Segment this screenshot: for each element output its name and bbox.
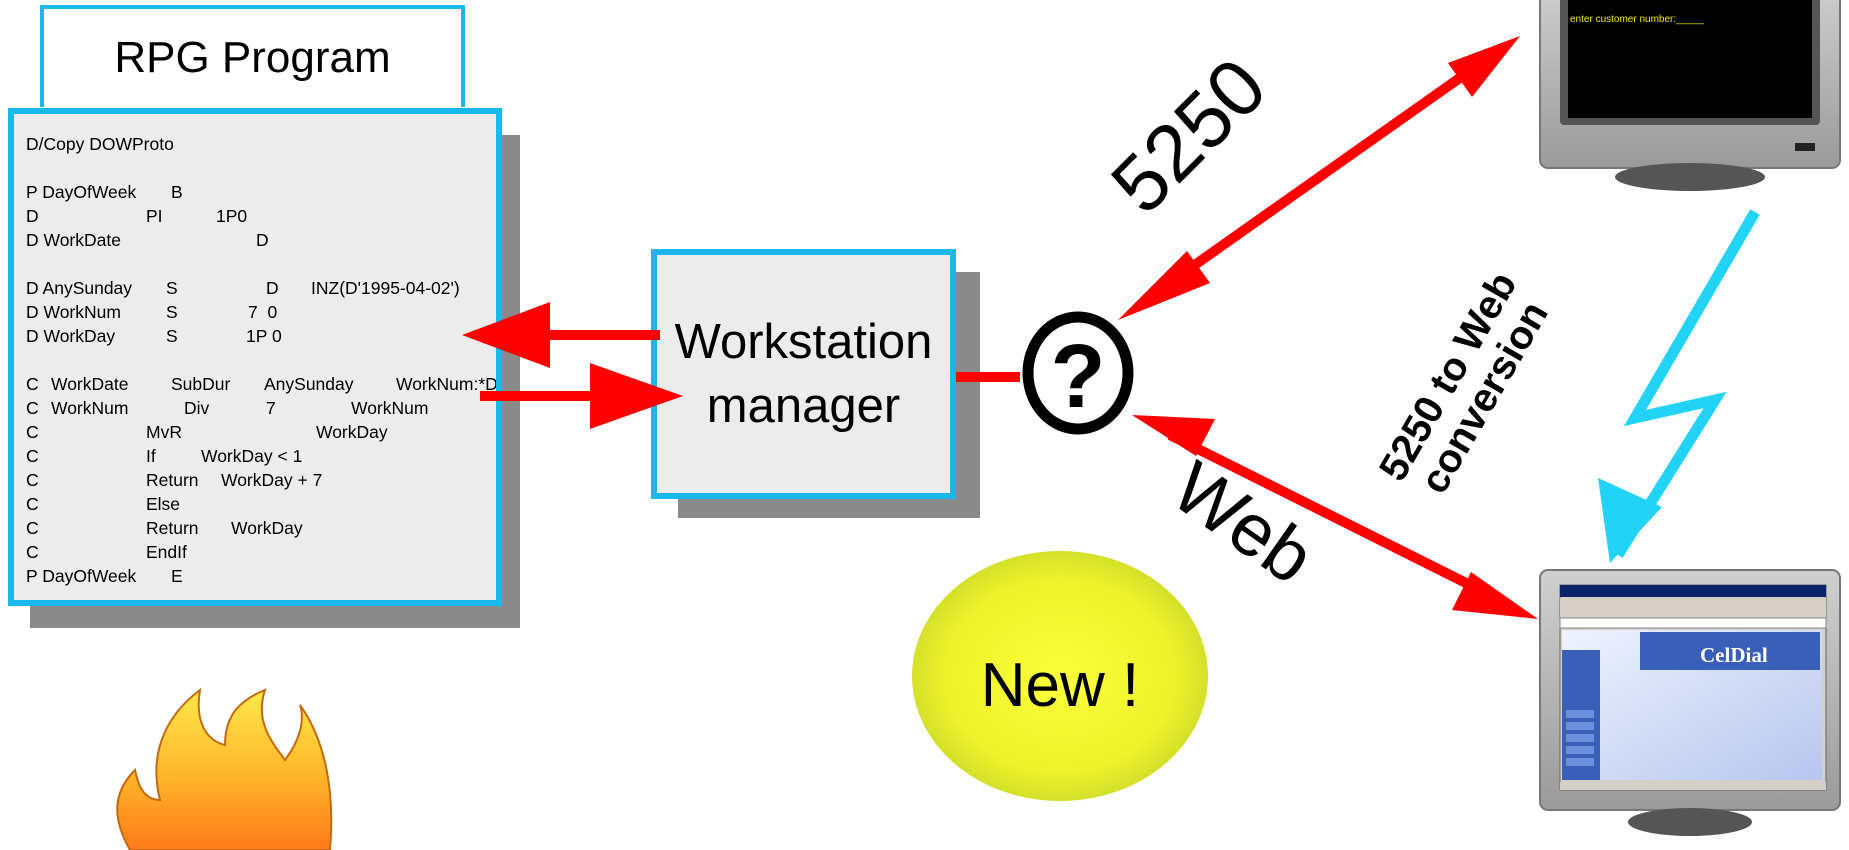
code-token: SubDur xyxy=(171,374,231,394)
code-token: WorkDay xyxy=(316,422,388,442)
code-token: 7 xyxy=(266,398,276,418)
arrow-web xyxy=(1132,415,1538,619)
code-token: PI xyxy=(146,206,163,226)
code-token: D WorkDate xyxy=(26,230,121,250)
code-token: Div xyxy=(184,398,210,418)
code-token: Return xyxy=(146,470,199,490)
fire-icon xyxy=(116,687,333,850)
code-token: C xyxy=(26,518,39,538)
code-token: 1P 0 xyxy=(246,326,282,346)
code-token: WorkDay < 1 xyxy=(201,446,303,466)
code-token: E xyxy=(171,566,183,586)
rpg-program-title: RPG Program xyxy=(40,5,465,107)
code-token: D WorkDay xyxy=(26,326,116,346)
code-token: S xyxy=(166,326,178,346)
code-token: P DayOfWeek xyxy=(26,566,137,586)
workstation-manager-box: Workstation manager xyxy=(651,249,956,499)
code-token: 7 0 xyxy=(248,302,278,322)
code-token: D xyxy=(256,230,269,250)
terminal-monitor-icon xyxy=(1539,0,1841,191)
code-token: C xyxy=(26,542,39,562)
code-token: AnySunday xyxy=(264,374,354,394)
code-token: WorkDay xyxy=(231,518,303,538)
code-token: EndIf xyxy=(146,542,187,562)
code-token: S xyxy=(166,302,178,322)
new-bubble xyxy=(912,551,1208,801)
celdial-title: CelDial xyxy=(1700,643,1768,667)
lightning-bolt-icon xyxy=(1598,209,1760,563)
code-token: C xyxy=(26,494,39,514)
code-token: D WorkNum xyxy=(26,302,121,322)
code-token: B xyxy=(171,182,183,202)
code-token: WorkNum:*D xyxy=(396,374,498,394)
code-token: WorkNum xyxy=(51,398,129,418)
code-token: WorkNum xyxy=(351,398,429,418)
browser-monitor-icon xyxy=(1539,569,1841,836)
terminal-prompt: enter customer number:_____ xyxy=(1570,14,1704,25)
code-token: D xyxy=(266,278,279,298)
code-token: INZ(D'1995-04-02') xyxy=(311,278,460,298)
code-token: Else xyxy=(146,494,181,514)
code-token: C xyxy=(26,422,39,442)
code-token: 1P0 xyxy=(216,206,248,226)
code-token: Return xyxy=(146,518,199,538)
code-token: C xyxy=(26,470,39,490)
code-token: D AnySunday xyxy=(26,278,133,298)
code-token: WorkDate xyxy=(51,374,129,394)
question-mark-text: ? xyxy=(1051,327,1106,427)
workstation-label-line1: Workstation xyxy=(674,315,933,369)
code-token: D xyxy=(26,206,39,226)
arrow-5250 xyxy=(1118,36,1520,320)
code-token: P DayOfWeek xyxy=(26,182,137,202)
code-token: C xyxy=(26,398,39,418)
code-token: WorkDay + 7 xyxy=(221,470,323,490)
code-token: S xyxy=(166,278,178,298)
code-token: If xyxy=(146,446,156,466)
code-token: MvR xyxy=(146,422,182,442)
code-token: C xyxy=(26,446,39,466)
question-mark-icon: ? xyxy=(1022,311,1134,435)
workstation-label-line2: manager xyxy=(706,379,901,433)
new-label: New ! xyxy=(980,651,1140,720)
left-arrow-to-code xyxy=(462,302,660,368)
code-token: C xyxy=(26,374,39,394)
code-token: D/Copy DOWProto xyxy=(26,134,174,154)
right-arrow-to-workstation xyxy=(480,363,683,429)
